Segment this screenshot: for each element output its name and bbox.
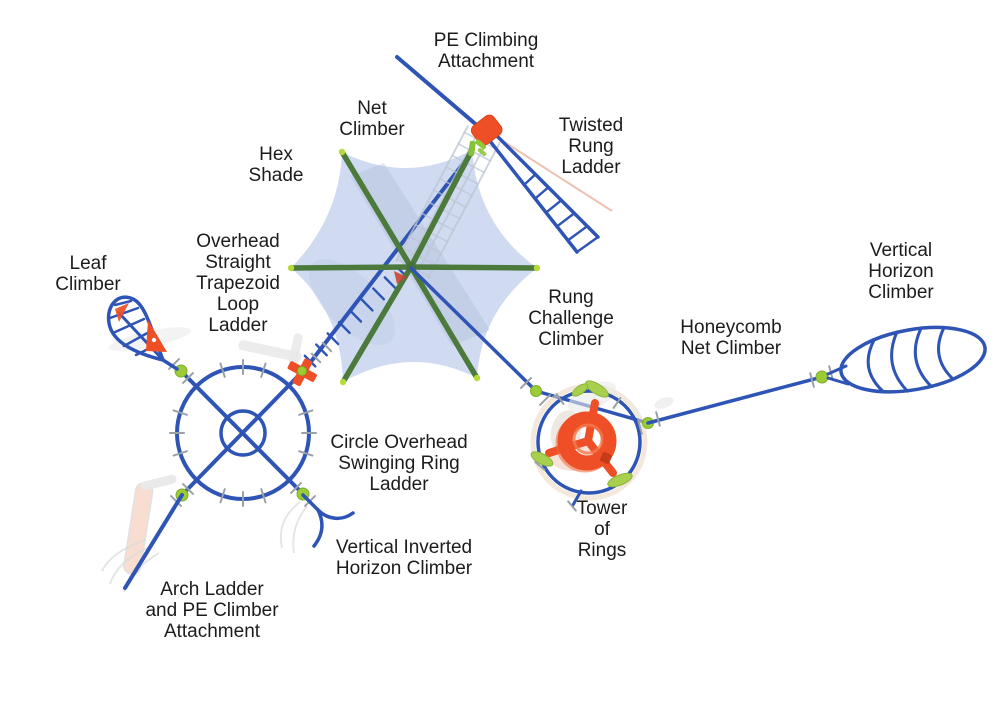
hex-shade-spokes <box>287 140 541 386</box>
circle-overhead-ladder-structure <box>168 358 317 507</box>
label-arch-ladder-pe-climber-attachment: Arch Ladder and PE Climber Attachment <box>145 579 279 642</box>
twisted-rung-ladder-structure <box>470 114 613 254</box>
vertical-inverted-horizon-climber-structure <box>301 493 355 548</box>
label-honeycomb-net-climber: Honeycomb Net Climber <box>680 317 782 359</box>
leaf-climber-structure <box>106 295 179 371</box>
label-net-climber: Net Climber <box>339 98 405 140</box>
net-climber-net <box>395 125 501 279</box>
center-red-connector <box>394 271 407 284</box>
tower-of-rings-structure <box>530 380 654 512</box>
label-hex-shade: Hex Shade <box>248 144 304 186</box>
orange-ring <box>557 411 617 471</box>
vertical-horizon-climber-structure <box>826 325 987 394</box>
label-overhead-straight-trapezoid-loop-ladder: Overhead Straight Trapezoid Loop Ladder <box>196 231 280 336</box>
label-tower-of-rings: Tower of Rings <box>576 498 628 561</box>
green-ball-connector <box>815 370 829 384</box>
green-ball-connector <box>530 385 542 397</box>
pe-climbing-attachment-line <box>395 55 488 135</box>
ghost-shadows <box>101 327 674 593</box>
label-rung-challenge-climber: Rung Challenge Climber <box>528 287 614 350</box>
orange-hub-connector <box>470 114 503 146</box>
label-twisted-rung-ladder: Twisted Rung Ladder <box>558 115 624 178</box>
label-vertical-inverted-horizon-climber: Vertical Inverted Horizon Climber <box>335 537 473 579</box>
label-vertical-horizon-climber: Vertical Horizon Climber <box>868 240 934 303</box>
label-pe-climbing-attachment: PE Climbing Attachment <box>433 30 539 72</box>
label-leaf-climber: Leaf Climber <box>55 253 121 295</box>
arch-ladder-line <box>123 493 184 590</box>
label-circle-overhead-swinging-ring-ladder: Circle Overhead Swinging Ring Ladder <box>330 432 468 495</box>
